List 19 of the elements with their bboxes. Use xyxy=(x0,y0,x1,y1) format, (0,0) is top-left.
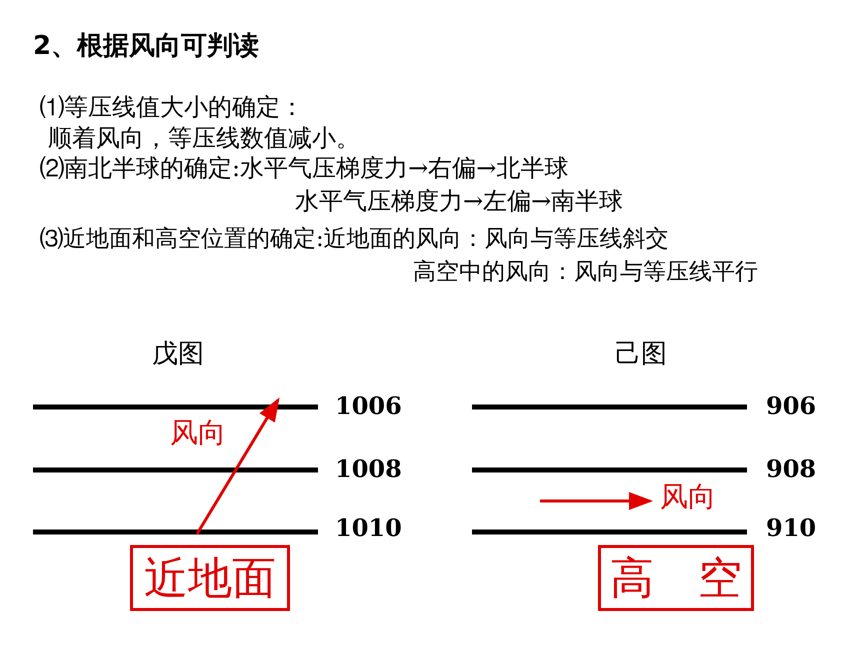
isobar-value: 906 xyxy=(766,393,816,420)
note-text: ⑵南北半球的确定:水平气压梯度力→右偏→北半球 xyxy=(40,155,568,182)
note-text: 高空中的风向：风向与等压线平行 xyxy=(413,260,758,286)
note-text: ⑶近地面和高空位置的确定:近地面的风向：风向与等压线斜交 xyxy=(40,227,669,252)
label-box: 近地面 xyxy=(130,545,290,611)
isobar-value: 1008 xyxy=(335,456,402,482)
label-box: 高 空 xyxy=(598,545,754,611)
isobar-value: 910 xyxy=(766,515,816,542)
panel-title: 戊图 xyxy=(152,340,204,369)
wind-label: 风向 xyxy=(660,482,716,513)
title: 2、根据风向可判读 xyxy=(33,32,260,61)
isobar-value: 908 xyxy=(766,456,816,482)
isobar-value: 1010 xyxy=(335,515,402,542)
panel-title: 己图 xyxy=(615,340,667,369)
note-text: 水平气压梯度力→左偏→南半球 xyxy=(295,188,624,214)
note-text: 顺着风向，等压线数值减小。 xyxy=(48,125,360,152)
note-text: ⑴等压线值大小的确定： xyxy=(40,94,304,120)
wind-label: 风向 xyxy=(170,418,226,449)
isobar-value: 1006 xyxy=(335,393,402,420)
